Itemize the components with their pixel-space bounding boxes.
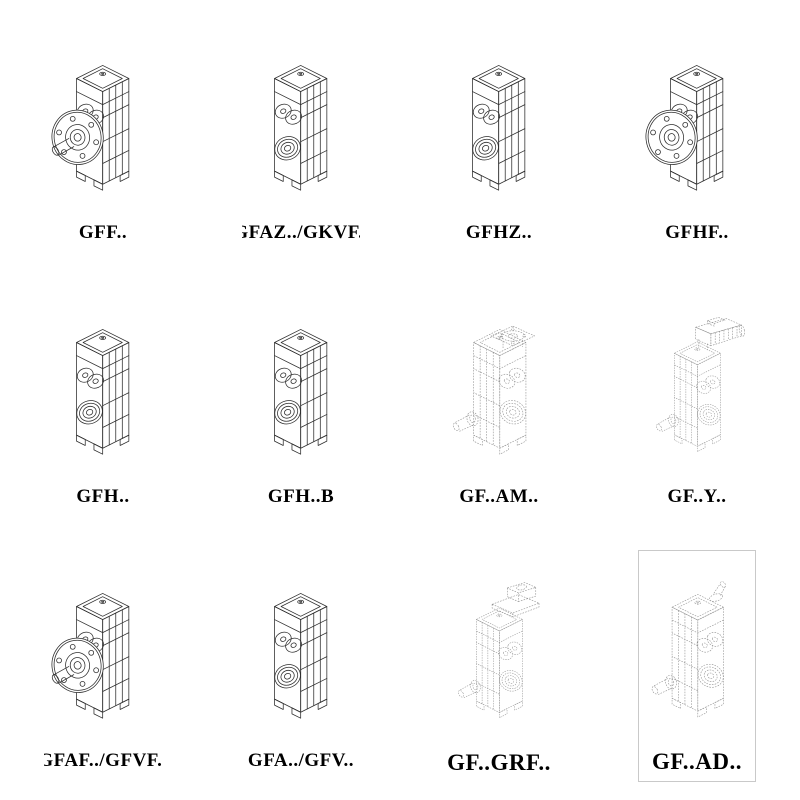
gearbox-drawing [640,286,754,484]
gearbox-drawing [442,22,556,220]
gearbox-symbol-use [469,65,525,190]
model-label: GF..Y.. [667,486,727,507]
model-label: GF..GRF.. [447,750,551,775]
gearbox-drawing [244,550,358,748]
model-label: GFHF.. [665,222,729,243]
gearbox-symbol-use [271,65,327,190]
gearbox-cell-gfaf: GFAF../GFVF.. [44,550,162,782]
gearbox-symbol-use [73,329,129,454]
gearbox-drawing [641,551,754,747]
gearbox-symbol-use [452,326,535,454]
gearbox-symbol-use [651,581,727,717]
gearbox-symbol-use [271,593,327,718]
gearbox-cell-gff: GFF.. [44,22,162,254]
gearbox-symbol-use [457,583,539,718]
gearbox-cell-gfa: GFA../GFV.. [242,550,360,782]
gearbox-drawing [46,550,160,748]
model-label: GF..AM.. [459,486,539,507]
gearbox-cell-gfy: GF..Y.. [638,286,756,518]
gearbox-symbol-use [47,593,128,718]
gearbox-cell-gfhf: GFHF.. [638,22,756,254]
gearbox-cell-gfaz: GFAZ../GKVF.. [242,22,360,254]
gearbox-symbol-use [655,317,745,451]
gearbox-symbol-use [641,65,722,190]
gearbox-cell-gfad: GF..AD.. [638,550,756,782]
gearbox-drawing [244,22,358,220]
gearbox-cell-gfhb: GFH..B [242,286,360,518]
model-label: GFHZ.. [465,222,533,243]
model-label: GFAZ../GKVF.. [242,222,360,243]
model-label: GF..AD.. [651,749,743,774]
gearbox-cell-gfam: GF..AM.. [440,286,558,518]
gearbox-drawing [640,22,754,220]
gearbox-drawing [46,286,160,484]
gearbox-symbol-use [47,65,128,190]
gearbox-drawing [442,550,556,748]
gearbox-cell-gfgrf: GF..GRF.. [440,550,558,782]
model-label: GFH.. [76,486,130,507]
model-label: GFH..B [267,486,335,507]
model-label: GFF.. [78,222,128,243]
gearbox-symbol-use [271,329,327,454]
model-label: GFAF../GFVF.. [44,750,162,771]
gearbox-drawing [244,286,358,484]
gearbox-cell-gfh: GFH.. [44,286,162,518]
gearbox-drawing [46,22,160,220]
model-label: GFA../GFV.. [247,750,355,771]
gearbox-drawing [442,286,556,484]
gearbox-cell-gfhz: GFHZ.. [440,22,558,254]
